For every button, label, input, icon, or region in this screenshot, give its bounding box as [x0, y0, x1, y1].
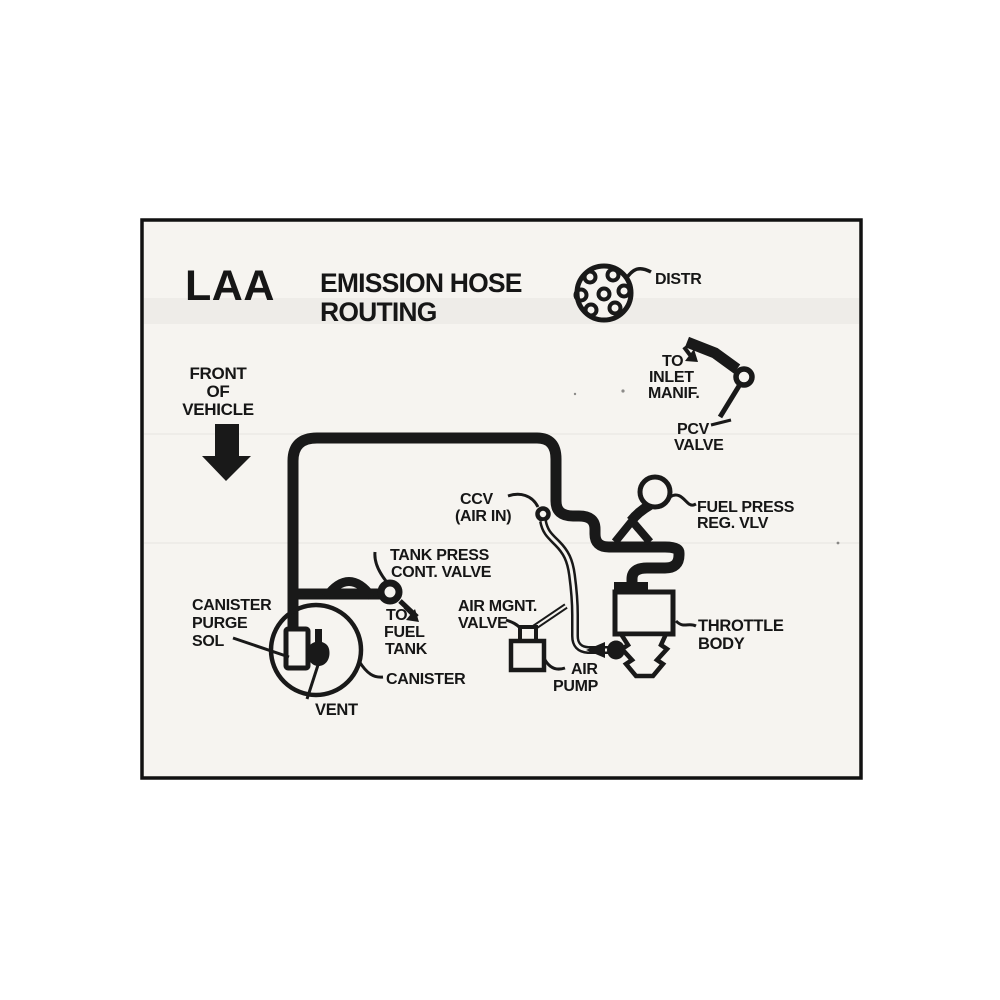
to-fuel-tank-label-line2: FUEL [384, 624, 425, 641]
front-arrow-shaft [215, 424, 239, 458]
canister-purge-solenoid [283, 626, 311, 671]
pcv-hose-lower [717, 384, 742, 419]
purge-sol-leader-line [232, 636, 290, 659]
pcv-label-line2: VALVE [674, 437, 724, 454]
front-label-line3: VEHICLE [182, 400, 254, 419]
pcv-valve-assembly: TO INLET MANIF. PCV VALVE [648, 336, 755, 454]
ccv-leader-line [507, 492, 540, 508]
distr-leader-line [624, 266, 652, 280]
tank-press-label-line2: CONT. VALVE [391, 564, 492, 581]
thin-hose-core [541, 520, 610, 652]
speckle [621, 389, 625, 393]
pcv-leader-line [710, 418, 732, 427]
regulator-dome [637, 474, 673, 510]
frame [140, 218, 863, 780]
throttle-label-line2: BODY [698, 635, 745, 653]
page-title-line1: EMISSION HOSE [320, 268, 522, 298]
throttle-body-assembly: THROTTLE BODY [607, 582, 784, 679]
ccv-label-line1: CCV [460, 491, 494, 508]
distributor-terminal [583, 302, 599, 318]
front-arrow-head [202, 456, 251, 481]
main-hose [287, 432, 685, 632]
hose-crossover-bump [322, 577, 376, 600]
air-pump-leader-line [542, 657, 566, 671]
vent-leader-line [305, 664, 320, 700]
canister-label: CANISTER [386, 671, 466, 688]
scan-band [144, 542, 859, 544]
to-fuel-tank-arrow-head [406, 609, 419, 622]
ccv-port: CCV (AIR IN) [455, 491, 551, 525]
to-inlet-label-line2: INLET [649, 369, 694, 386]
distributor-terminal [582, 269, 598, 285]
canister-assembly: CANISTER PURGE SOL CANISTER VENT [192, 597, 466, 719]
speckle [836, 541, 840, 545]
distributor-terminal [596, 286, 612, 302]
front-label-line2: OF [206, 382, 229, 401]
diagram-code: LAA [185, 262, 275, 310]
tank-press-valve-ring [377, 579, 403, 605]
to-inlet-label-line1: TO [662, 353, 683, 370]
purge-sol-label-line2: PURGE [192, 615, 248, 632]
air-pump-label-line2: PUMP [553, 678, 599, 695]
distributor-terminal [573, 287, 589, 303]
air-pump-assembly: AIR MGNT. VALVE AIR PUMP [458, 598, 599, 695]
front-of-vehicle-indicator: FRONT OF VEHICLE [182, 364, 254, 481]
distributor-terminal [616, 283, 632, 299]
distr-label: DISTR [655, 271, 702, 288]
pcv-valve-ring [733, 366, 755, 388]
tank-press-control-valve: TANK PRESS CONT. VALVE TO FUEL TANK [373, 547, 492, 658]
vent-label: VENT [315, 701, 358, 719]
speckle [573, 392, 577, 396]
distributor-terminal [607, 300, 623, 316]
canister-leader-line [357, 660, 384, 679]
throttle-leader-line [674, 619, 697, 628]
to-fuel-tank-arrow-shaft [403, 605, 414, 616]
pcv-label-line1: PCV [677, 421, 710, 438]
to-inlet-arrow-head [685, 349, 698, 362]
ccv-label-line2: (AIR IN) [455, 508, 511, 525]
distributor-icon: DISTR [573, 263, 703, 323]
throttle-label-line1: THROTTLE [698, 617, 784, 635]
regulator-legs [611, 517, 654, 545]
pcv-hose [684, 336, 741, 374]
tank-press-leader-line [373, 551, 388, 582]
distributor-terminal [605, 267, 621, 283]
throttle-bellows [616, 631, 671, 679]
to-fuel-tank-label-line3: TANK [385, 641, 428, 658]
purge-sol-label-line3: SOL [192, 633, 225, 650]
purge-hose-path [287, 432, 685, 632]
fuel-press-label-line2: REG. VLV [697, 515, 769, 532]
flow-arrow-head [586, 642, 605, 658]
air-pump-label-line1: AIR [571, 661, 598, 678]
air-mgnt-label-line2: VALVE [458, 615, 508, 632]
to-fuel-tank-label-line1: TO [386, 607, 407, 624]
throttle-base-stub [607, 640, 625, 660]
thin-vacuum-hose [530, 520, 610, 658]
fuel-press-label-line1: FUEL PRESS [697, 499, 795, 516]
fuel-pressure-regulator: FUEL PRESS REG. VLV [611, 474, 795, 545]
throttle-body-box [612, 589, 676, 637]
front-label-line1: FRONT [189, 364, 247, 383]
tank-press-label-line1: TANK PRESS [390, 547, 490, 564]
regulator-leader-line [669, 493, 697, 507]
diagram-border [140, 218, 863, 780]
throttle-inlet-cap [614, 582, 648, 592]
header: LAA EMISSION HOSE ROUTING [185, 262, 523, 327]
ccv-circle [535, 506, 551, 522]
air-pump-box [508, 638, 547, 673]
air-mgnt-label-line1: AIR MGNT. [458, 598, 537, 615]
air-mgnt-leader-line [505, 618, 523, 630]
to-inlet-arrow-shaft [682, 345, 692, 357]
vent-port [307, 629, 330, 666]
to-inlet-label-line3: MANIF. [648, 385, 700, 402]
page-title-line2: ROUTING [320, 297, 437, 327]
purge-sol-label-line1: CANISTER [192, 597, 272, 614]
